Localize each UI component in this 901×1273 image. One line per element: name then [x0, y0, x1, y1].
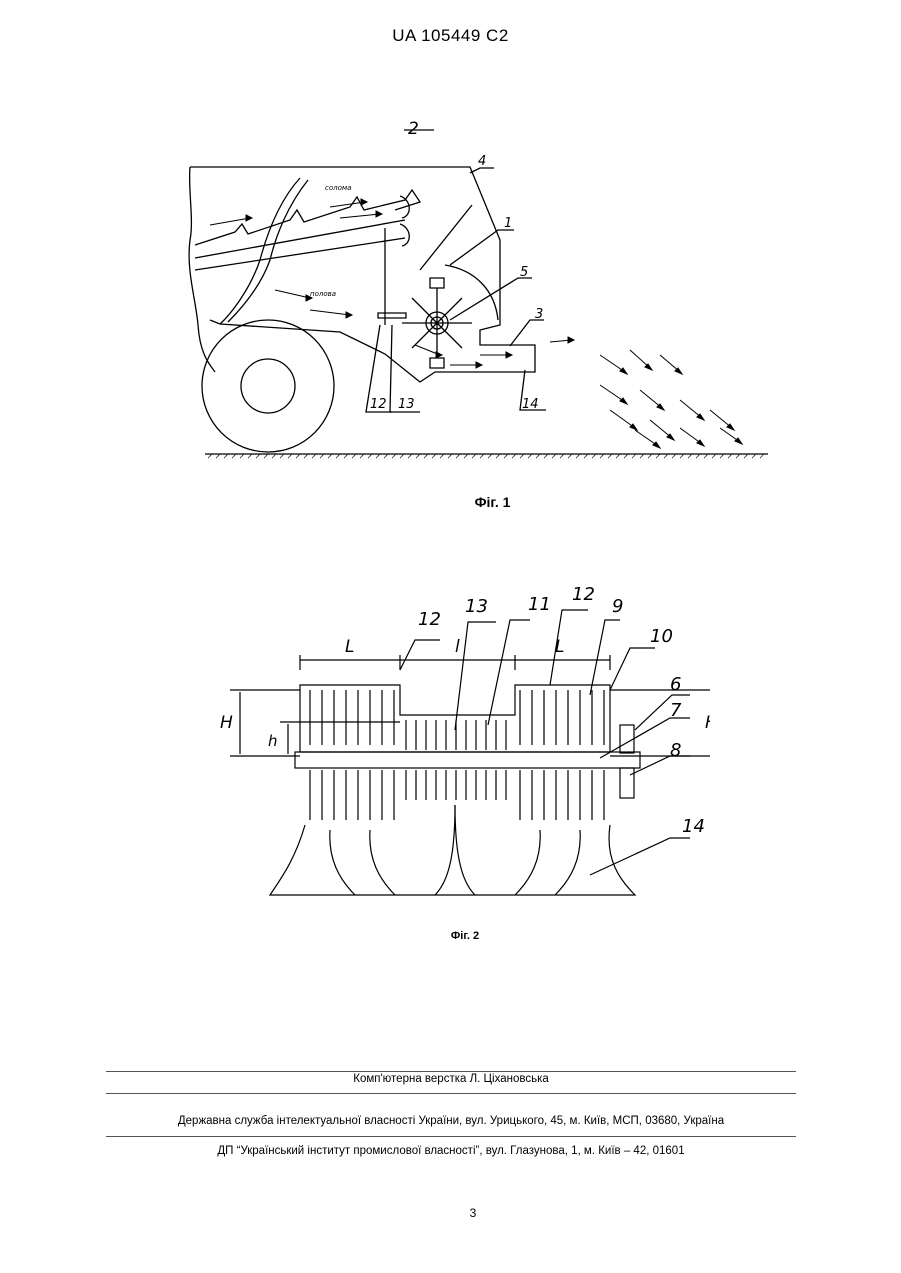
agency-address: Державна служба інтелектуальної власност… — [106, 1115, 796, 1127]
footer-rule-2 — [106, 1093, 796, 1094]
fig2-dim-L-right: L — [555, 637, 564, 657]
fig1-text-chaff: полова — [310, 290, 336, 298]
figure-1-drawing: 2 4 1 5 3 12 13 14 солома полова — [180, 110, 780, 470]
fig2-label-8: 8 — [670, 740, 681, 761]
fig2-label-9: 9 — [612, 596, 623, 617]
fig1-label-2: 2 — [408, 119, 419, 139]
fig2-dim-H-right: H — [705, 713, 710, 733]
fig1-label-13: 13 — [398, 397, 415, 412]
fig1-label-3: 3 — [535, 307, 543, 322]
fig2-label-12-right: 12 — [572, 584, 595, 605]
fig2-label-10: 10 — [650, 626, 673, 647]
fig2-dim-l: l — [455, 637, 460, 657]
footer-rule-1 — [106, 1071, 796, 1072]
patent-header: UA 105449 C2 — [0, 26, 901, 46]
fig2-label-14: 14 — [682, 816, 705, 837]
fig1-label-4: 4 — [478, 154, 486, 169]
institute-address: ДП “Український інститут промислової вла… — [106, 1145, 796, 1157]
figure-2-caption: Фіг. 2 — [0, 930, 901, 942]
fig1-label-12: 12 — [370, 397, 387, 412]
fig1-label-14: 14 — [522, 397, 539, 412]
figure-2-drawing: 12 13 11 12 9 10 6 7 8 14 L l L H h H — [210, 580, 710, 910]
page-number: 3 — [0, 1206, 901, 1220]
fig2-dim-L-left: L — [345, 637, 354, 657]
fig2-label-11: 11 — [528, 594, 551, 615]
fig2-dim-h: h — [268, 732, 278, 750]
fig2-label-13: 13 — [465, 596, 488, 617]
fig1-text-straw: солома — [325, 184, 351, 192]
fig2-label-12-left: 12 — [418, 609, 441, 630]
fig1-label-1: 1 — [504, 216, 512, 231]
figure-1-caption: Фіг. 1 — [0, 494, 901, 510]
footer-rule-3 — [106, 1136, 796, 1137]
fig2-dim-H-left: H — [220, 713, 233, 733]
fig2-label-7: 7 — [670, 700, 682, 721]
fig2-label-6: 6 — [670, 674, 681, 695]
layout-credit: Комп'ютерна верстка Л. Ціхановська — [106, 1073, 796, 1085]
fig1-label-5: 5 — [520, 265, 528, 280]
